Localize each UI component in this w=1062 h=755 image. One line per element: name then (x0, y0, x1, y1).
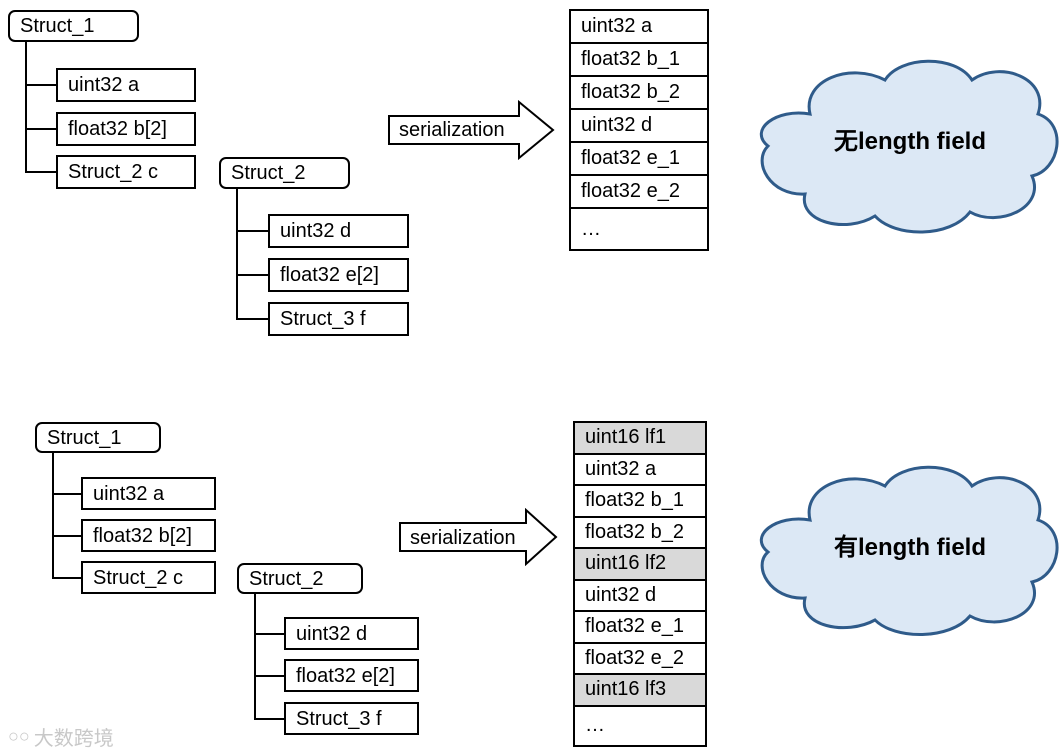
serialized-cell: float32 b_2 (575, 518, 705, 549)
serialized-cell: float32 e_2 (571, 176, 707, 209)
length-field-cell: uint16 lf2 (575, 549, 705, 581)
serialization-label: serialization (399, 119, 505, 141)
struct1-field-label: float32 b[2] (93, 524, 192, 547)
struct2-field-label: float32 e[2] (280, 264, 379, 286)
tree-branch (254, 675, 285, 677)
struct1-field-box: float32 b[2] (56, 112, 196, 146)
serialized-cell: uint32 d (575, 581, 705, 612)
serialized-cell: float32 e_2 (575, 644, 705, 675)
watermark: ○○ 大数跨境 (8, 722, 114, 751)
watermark-text: 大数跨境 (33, 728, 114, 750)
length-field-cell: uint16 lf3 (575, 675, 705, 707)
serialized-cell: uint32 a (571, 11, 707, 44)
tree-branch (52, 577, 83, 579)
struct2-field-box: uint32 d (268, 214, 409, 248)
tree-branch (236, 230, 269, 232)
struct1-title: Struct_1 (20, 15, 95, 37)
struct2-title: Struct_2 (231, 162, 306, 184)
struct2-field-label: uint32 d (296, 622, 368, 645)
struct2-field-box: uint32 d (284, 617, 419, 650)
serialized-cell: … (571, 209, 707, 251)
struct1-title: Struct_1 (47, 426, 122, 449)
tree-branch (52, 493, 83, 495)
tree-branch (25, 171, 58, 173)
struct2-field-box: float32 e[2] (284, 659, 419, 692)
struct1-title-box: Struct_1 (35, 422, 161, 453)
tree-branch (25, 84, 58, 86)
tree-branch (236, 274, 269, 276)
serialized-cell: float32 e_1 (575, 612, 705, 644)
tree-branch (254, 633, 285, 635)
struct1-field-box: Struct_2 c (56, 155, 196, 189)
tree-trunk (254, 594, 256, 720)
length-field-cell: uint16 lf1 (575, 423, 705, 455)
serialization-arrow (399, 508, 558, 566)
tree-branch (25, 128, 58, 130)
tree-branch (254, 718, 285, 720)
cloud-shape (759, 59, 1059, 234)
cloud-shape (759, 465, 1059, 636)
struct2-title-box: Struct_2 (237, 563, 363, 594)
tree-trunk (52, 453, 54, 579)
tree-branch (52, 535, 83, 537)
struct1-field-label: uint32 a (68, 74, 140, 96)
serialization-arrow (388, 100, 555, 160)
watermark-logo-icon: ○○ (8, 726, 30, 746)
struct2-field-label: uint32 d (280, 220, 352, 242)
serialized-cell: float32 b_2 (571, 77, 707, 110)
struct1-field-box: float32 b[2] (81, 519, 216, 552)
cloud-label: 有length field (834, 534, 986, 561)
serialized-cell: uint32 a (575, 455, 705, 486)
struct2-title-box: Struct_2 (219, 157, 350, 189)
struct2-field-label: Struct_3 f (296, 707, 382, 730)
struct2-field-label: Struct_3 f (280, 308, 366, 330)
struct1-field-box: Struct_2 c (81, 561, 216, 594)
struct2-field-box: Struct_3 f (284, 702, 419, 735)
serialized-cell: uint32 d (571, 110, 707, 143)
struct1-title-box: Struct_1 (8, 10, 139, 42)
struct1-field-label: Struct_2 c (93, 566, 184, 589)
serialized-cell: float32 b_1 (571, 44, 707, 77)
struct1-field-label: uint32 a (93, 482, 165, 505)
serialized-cell: … (575, 707, 705, 747)
struct1-field-label: float32 b[2] (68, 118, 167, 140)
tree-trunk (25, 42, 27, 173)
struct2-field-box: float32 e[2] (268, 258, 409, 292)
struct2-field-label: float32 e[2] (296, 664, 395, 687)
struct1-field-label: Struct_2 c (68, 161, 159, 183)
serialized-cell: float32 e_1 (571, 143, 707, 176)
struct2-title: Struct_2 (249, 567, 324, 590)
cloud-label: 无length field (834, 128, 986, 155)
struct2-field-box: Struct_3 f (268, 302, 409, 336)
serialization-label: serialization (410, 527, 516, 549)
tree-branch (236, 318, 269, 320)
struct1-field-box: uint32 a (56, 68, 196, 102)
struct1-field-box: uint32 a (81, 477, 216, 510)
tree-trunk (236, 189, 238, 320)
serialized-cell: float32 b_1 (575, 486, 705, 518)
